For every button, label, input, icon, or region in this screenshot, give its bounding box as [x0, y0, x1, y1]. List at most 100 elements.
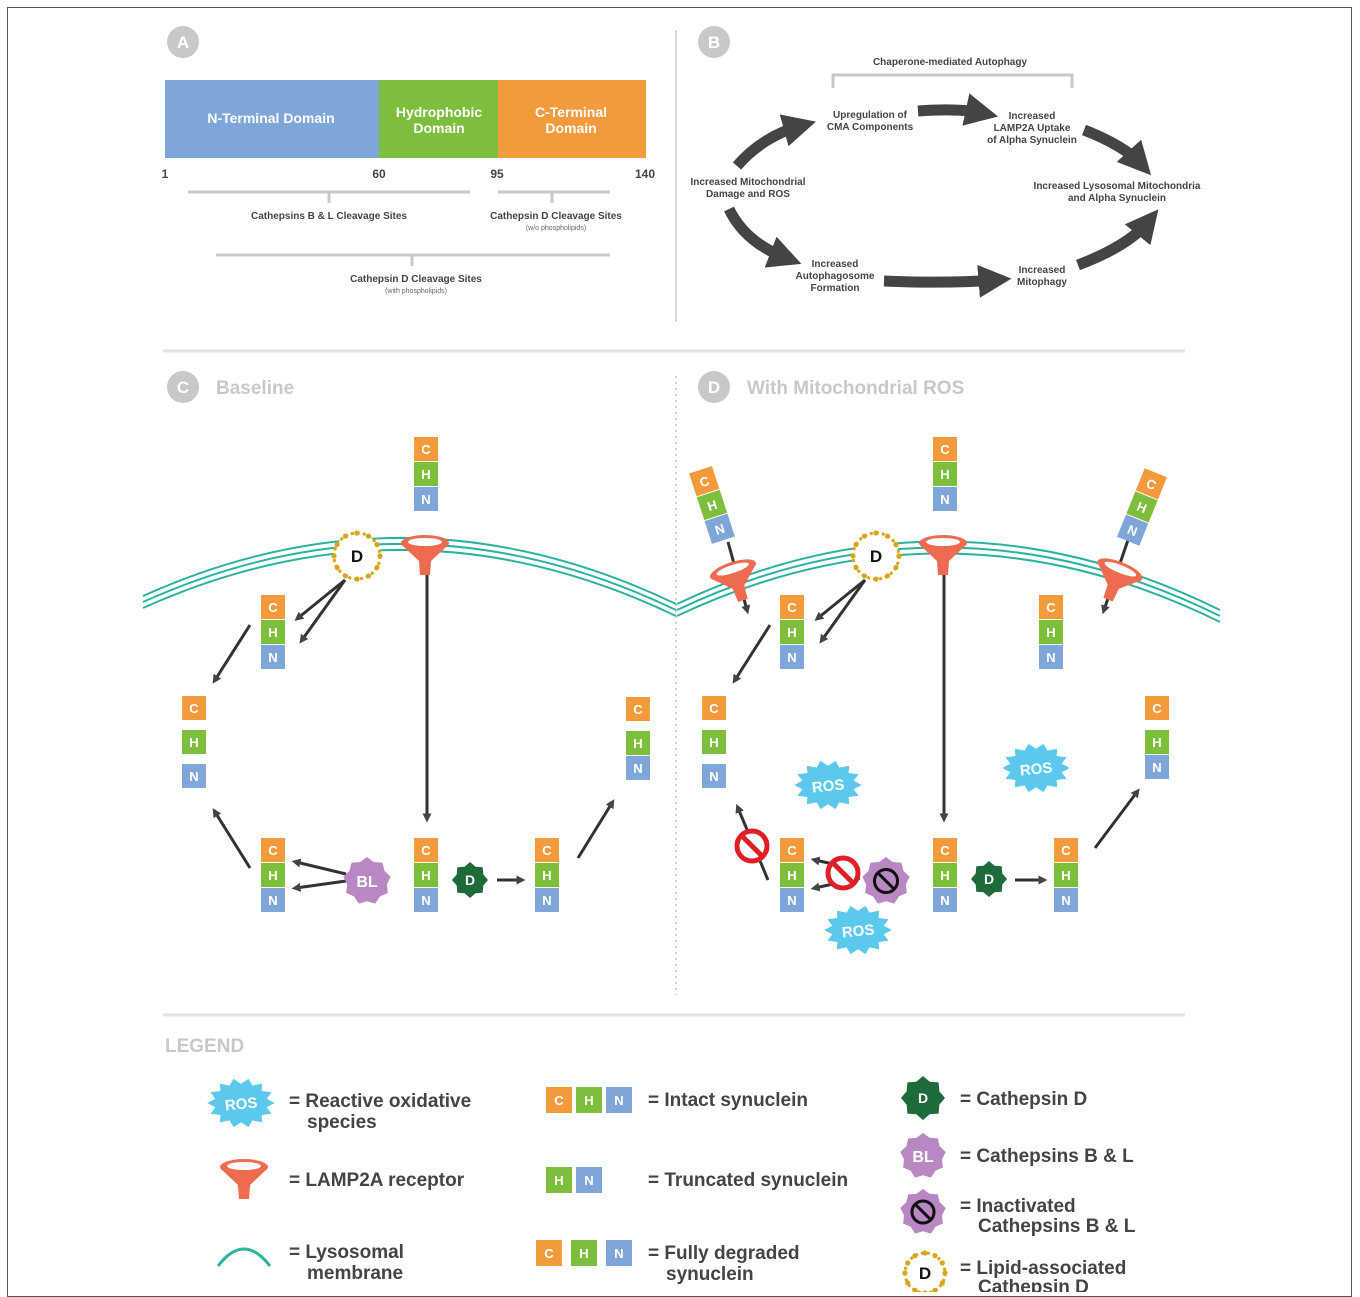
legend-deg-c: C	[536, 1240, 562, 1266]
synuclein-intact-right-d: CHN	[1039, 595, 1063, 669]
mitophagy-label-2: Mitophagy	[1017, 277, 1067, 288]
legend-deg-h: H	[571, 1240, 597, 1266]
lamp2a-receptor-c	[401, 535, 449, 575]
svg-text:H: H	[268, 868, 277, 883]
synuclein-h-box: H	[780, 620, 804, 644]
legend-title: LEGEND	[165, 1036, 244, 1057]
legend-trunc: = Truncated synuclein	[648, 1170, 848, 1191]
synuclein-c-box: C	[933, 437, 957, 461]
legend-trunc-n: N	[576, 1167, 602, 1193]
synuclein-n-box: N	[535, 888, 559, 912]
svg-text:H: H	[705, 497, 719, 514]
lipid-d-arrow-1	[294, 578, 346, 621]
ros-2-d: ROS	[1002, 743, 1070, 793]
cleavage-brackets	[188, 190, 610, 266]
legend-deg-1: = Fully degraded	[648, 1243, 800, 1264]
svg-text:C: C	[940, 442, 950, 457]
svg-text:N: N	[614, 1246, 623, 1261]
svg-text:C: C	[633, 702, 643, 717]
cathepsin-d-d: D	[971, 861, 1007, 897]
svg-text:D: D	[918, 1090, 928, 1106]
synuclein-bottom-right-d: CHN	[1054, 838, 1078, 912]
svg-text:N: N	[709, 769, 718, 784]
synuclein-intact-top-c: CHN	[414, 437, 438, 511]
fragment-h-right-c: H	[626, 731, 650, 755]
lipid-d-arrow-2	[299, 579, 347, 644]
svg-text:H: H	[584, 1093, 593, 1108]
svg-text:C: C	[1152, 701, 1162, 716]
svg-text:H: H	[1061, 868, 1070, 883]
legend-deg-2: synuclein	[666, 1264, 754, 1285]
lamp2a-receptor-tilted-right	[1097, 558, 1143, 602]
fragment-h-d: H	[702, 730, 726, 754]
synuclein-h-box: H	[261, 620, 285, 644]
cma-bracket	[831, 73, 1074, 88]
legend-ros-1: = Reactive oxidative	[289, 1091, 471, 1112]
svg-text:C: C	[787, 600, 797, 615]
synuclein-n-box: N	[933, 487, 957, 511]
fragment-n-right-d: N	[1145, 755, 1169, 779]
svg-text:N: N	[1061, 893, 1070, 908]
c-term-arrow-d	[1093, 788, 1140, 849]
synuclein-n-box: N	[261, 888, 285, 912]
fragment-c-c: C	[182, 696, 206, 720]
autophagosome-label-2: Autophagosome	[796, 271, 875, 282]
svg-text:N: N	[584, 1173, 593, 1188]
panel-d-label: D	[708, 378, 720, 397]
autophagosome-label-3: Formation	[811, 283, 860, 294]
synuclein-n-box: N	[414, 487, 438, 511]
panel-d-title: With Mitochondrial ROS	[747, 378, 964, 399]
svg-text:H: H	[421, 868, 430, 883]
legend-catbl: = Cathepsins B & L	[960, 1146, 1134, 1167]
svg-text:C: C	[787, 843, 797, 858]
svg-text:N: N	[268, 893, 277, 908]
legend-lipid-1: = Lipid-associated	[960, 1258, 1126, 1279]
d-cleavage-sub-2: (with phospholipids)	[385, 288, 447, 295]
synuclein-h-box: H	[414, 863, 438, 887]
fragment-h-c: H	[182, 730, 206, 754]
panel-a-badge	[167, 26, 199, 58]
legend-mem-1: = Lysosomal	[289, 1242, 404, 1263]
svg-text:C: C	[189, 701, 199, 716]
inhibit-sign-2	[825, 855, 861, 891]
synuclein-bottom-left-d: CHN	[780, 838, 804, 912]
svg-text:N: N	[421, 492, 430, 507]
panel-a: A N-Terminal Domain Hydrophobic Domain C…	[162, 26, 655, 295]
synuclein-bottom-mid-c: CHN	[414, 838, 438, 912]
synuclein-h-box: H	[1054, 863, 1078, 887]
svg-text:H: H	[268, 625, 277, 640]
inhibit-sign-1	[734, 828, 770, 864]
panel-b-label: B	[708, 33, 720, 52]
legend-mem-2: membrane	[307, 1263, 403, 1284]
svg-text:N: N	[940, 492, 949, 507]
svg-text:N: N	[1046, 650, 1055, 665]
bl-cleavage-label: Cathepsins B & L Cleavage Sites	[251, 211, 407, 222]
synuclein-tilted-right-d: CHN	[1117, 468, 1167, 546]
d-cleavage-label-2: Cathepsin D Cleavage Sites	[350, 274, 482, 285]
synuclein-c-box: C	[535, 838, 559, 862]
synuclein-h-box: H	[1126, 491, 1158, 523]
arrows-panel-d	[726, 539, 1140, 892]
legend-inactivated-bl-icon	[900, 1189, 946, 1234]
n-terminal-bar	[165, 80, 379, 158]
lamp2a-receptor-d	[919, 535, 967, 575]
svg-text:C: C	[1061, 843, 1071, 858]
synuclein-bottom-mid-d: CHN	[933, 838, 957, 912]
svg-text:C: C	[421, 843, 431, 858]
ros-1-d: ROS	[794, 760, 862, 810]
hydrophobic-label-1: Hydrophobic	[396, 104, 483, 120]
svg-text:N: N	[542, 893, 551, 908]
panel-c-badge	[167, 371, 199, 403]
legend-deg-n: N	[606, 1240, 632, 1266]
svg-text:C: C	[1046, 600, 1056, 615]
legend-lamp: = LAMP2A receptor	[289, 1170, 465, 1191]
synuclein-h-box: H	[933, 863, 957, 887]
svg-text:ROS: ROS	[811, 776, 845, 796]
synuclein-bottom-right-c: CHN	[535, 838, 559, 912]
mito-damage-label-1: Increased Mitochondrial	[690, 177, 805, 188]
legend-inact-1: = Inactivated	[960, 1196, 1076, 1217]
svg-text:C: C	[544, 1246, 554, 1261]
svg-text:N: N	[614, 1093, 623, 1108]
svg-text:ROS: ROS	[1019, 759, 1053, 779]
lamp2a-receptor-tilted-left	[710, 559, 756, 602]
